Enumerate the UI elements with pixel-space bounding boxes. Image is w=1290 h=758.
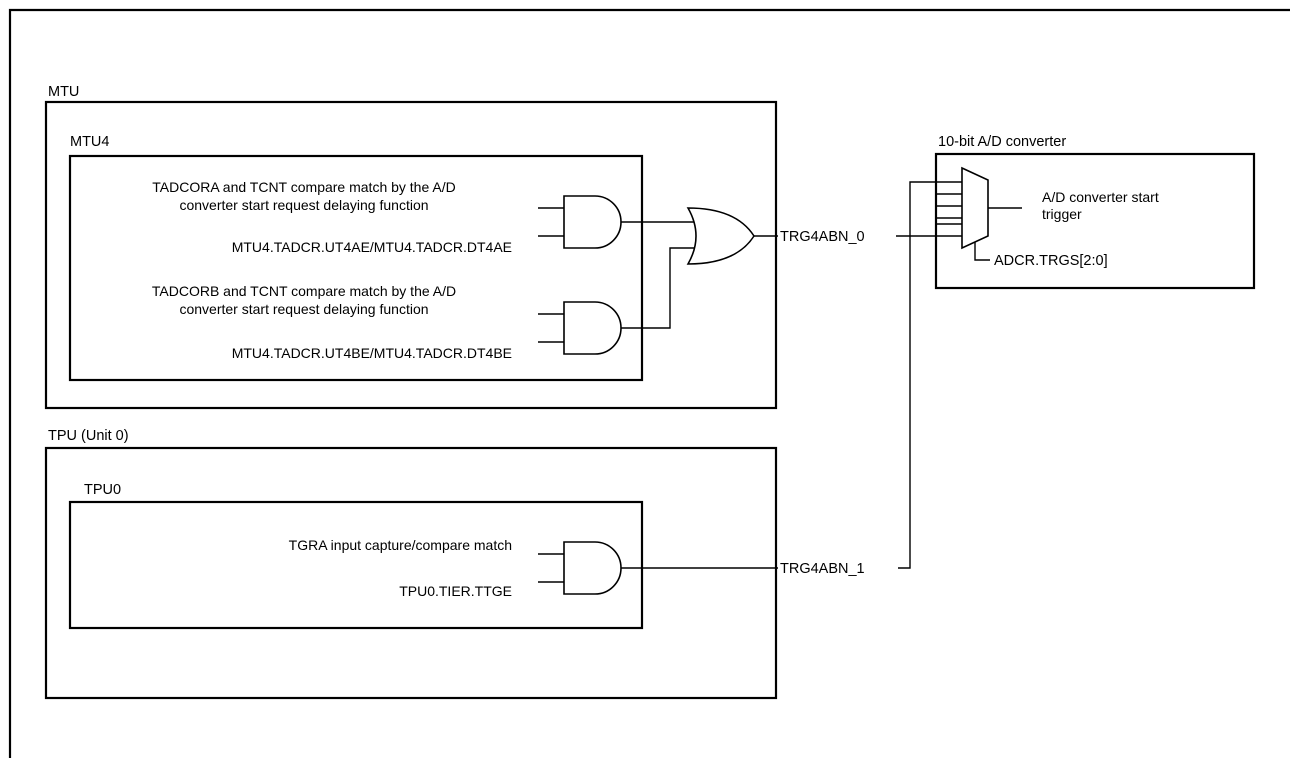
and-gate-tpu: [538, 541, 778, 595]
mtu4-b-desc-line2: converter start request delaying functio…: [179, 301, 428, 317]
and-gate-a: [538, 195, 700, 249]
trg0-label: TRG4ABN_0: [780, 229, 865, 245]
mtu4-b-enable: MTU4.TADCR.UT4BE/MTU4.TADCR.DT4BE: [232, 345, 512, 361]
or-gate: [686, 207, 755, 265]
mtu-label: MTU: [48, 84, 79, 100]
mtu4-box: [68, 154, 644, 382]
tpu0-box: [68, 500, 644, 630]
mtu4-b-desc-line1: TADCORB and TCNT compare match by the A/…: [152, 283, 456, 299]
adc-multiplexer: [961, 166, 1022, 261]
trg1-label: TRG4ABN_1: [780, 561, 865, 577]
tpu0-capture: TGRA input capture/compare match: [289, 537, 512, 553]
mtu4-a-enable: MTU4.TADCR.UT4AE/MTU4.TADCR.DT4AE: [232, 239, 512, 255]
mtu4-a-desc-line1: TADCORA and TCNT compare match by the A/…: [152, 179, 455, 195]
mux-input-wires: [936, 193, 962, 225]
tpu0-label: TPU0: [84, 482, 121, 498]
mtu4-label: MTU4: [70, 134, 109, 150]
tpu0-enable: TPU0.TIER.TTGE: [399, 583, 512, 599]
adc-select-label: ADCR.TRGS[2:0]: [994, 253, 1108, 269]
mtu4-a-desc-line2: converter start request delaying functio…: [179, 197, 428, 213]
tpu-box: [44, 446, 778, 700]
adc-label: 10-bit A/D converter: [938, 134, 1066, 150]
tpu-label: TPU (Unit 0): [48, 428, 129, 444]
adc-output-line1: A/D converter start: [1042, 189, 1159, 205]
page-frame: [8, 8, 1290, 758]
adc-box: [934, 152, 1256, 290]
trg1-wire-out: [898, 181, 962, 569]
mtu-box: [44, 100, 778, 410]
adc-output-line2: trigger: [1042, 206, 1082, 222]
and-gate-b: [538, 247, 700, 355]
